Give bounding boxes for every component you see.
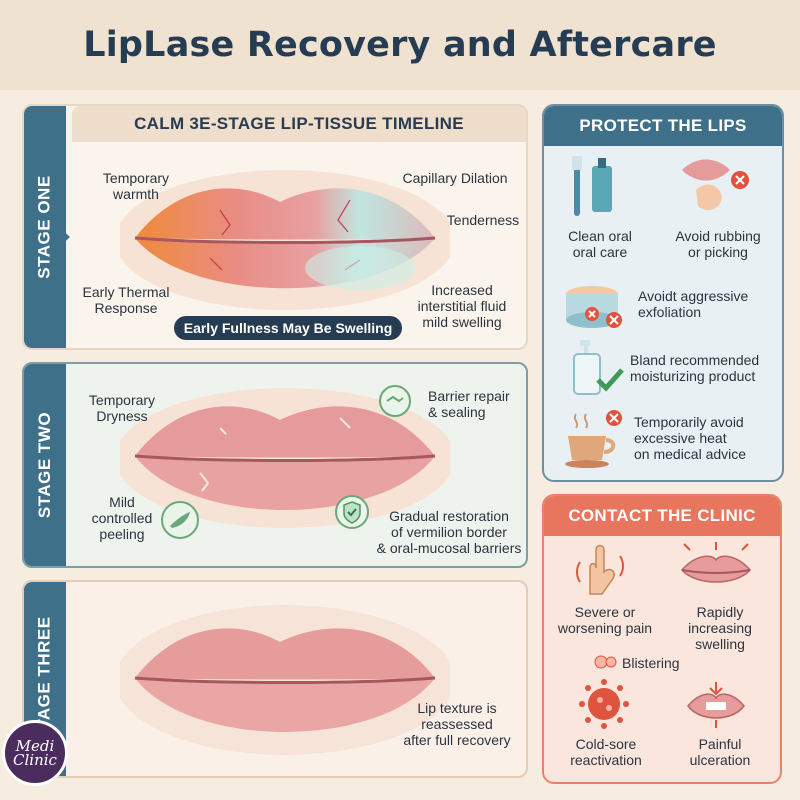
label-mild-peeling: Mild controlled peeling: [91, 494, 153, 542]
timeline-header: CALM 3E-STAGE LIP-TISSUE TIMELINE: [72, 106, 526, 142]
stage-two-tab-label: STAGE TWO: [35, 411, 54, 519]
swelling-lips-icon: [681, 542, 751, 583]
contact-header: CONTACT THE CLINIC: [544, 496, 780, 536]
protect-item-clean-oral-care: Clean oral oral care: [568, 228, 632, 260]
check-shield-icon: [335, 495, 369, 529]
protect-item-avoid-rubbing: Avoid rubbing or picking: [675, 228, 761, 260]
protect-item-avoid-heat: Temporarily avoid excessive heat on medi…: [634, 414, 747, 462]
protect-header-text: PROTECT THE LIPS: [579, 116, 747, 135]
stage-three-lips: [120, 605, 450, 755]
virus-icon: [579, 679, 629, 729]
label-interstitial-fluid: Increased interstitial fluid mild swelli…: [417, 282, 507, 330]
early-fullness-pill: Early Fullness May Be Swelling: [174, 316, 402, 340]
stage-two-tab: STAGE TWO: [24, 364, 66, 566]
peeling-skin-icon: [161, 501, 199, 539]
stage-one-tab-label: STAGE ONE: [35, 175, 54, 279]
label-early-thermal-response: Early Thermal Response: [82, 284, 170, 316]
ulcer-lips-icon: [687, 682, 745, 728]
stage-two-lips: [120, 388, 450, 528]
hot-cup-icon: [565, 410, 622, 468]
protect-item-avoid-exfoliation: Avoidt aggressive exfoliation: [638, 288, 749, 320]
contact-header-text: CONTACT THE CLINIC: [568, 506, 756, 525]
title-band: LipLase Recovery and Aftercare: [0, 0, 800, 90]
label-tenderness: Tenderness: [446, 212, 520, 228]
stage-one-arrow-icon: [58, 226, 70, 248]
contact-item-blistering: Blistering: [622, 655, 680, 671]
label-barrier-repair: Barrier repair & sealing: [428, 388, 510, 420]
contact-item-rapid-swelling: Rapidly increasing swelling: [688, 604, 752, 652]
protect-item-bland-moisturizer: Bland recommended moisturizing product: [630, 352, 760, 384]
contact-panel: CONTACT THE CLINIC: [542, 494, 782, 784]
contact-item-cold-sore: Cold-sore reactivation: [570, 736, 642, 768]
scrub-jar-icon: [566, 286, 622, 328]
medi-clinic-logo: Medi Clinic: [2, 720, 68, 786]
label-temporary-warmth: Temporary warmth: [102, 170, 170, 202]
logo-line1: Medi: [15, 737, 55, 755]
toothbrush-icon: [572, 156, 612, 216]
pump-bottle-icon: [573, 340, 624, 395]
pain-hand-icon: [576, 544, 624, 595]
contact-item-painful-ulceration: Painful ulceration: [689, 736, 751, 768]
page-title: LipLase Recovery and Aftercare: [83, 25, 717, 65]
protect-header: PROTECT THE LIPS: [544, 106, 782, 146]
blister-icon: [594, 655, 617, 669]
stage-one-lips: [120, 170, 450, 310]
contact-item-severe-pain: Severe or worsening pain: [557, 604, 653, 636]
label-lip-texture: Lip texture is reassessed after full rec…: [403, 700, 511, 748]
hand-touch-icon: [682, 159, 749, 211]
label-temporary-dryness: Temporary Dryness: [88, 392, 156, 424]
logo-line2: Clinic: [13, 751, 57, 769]
timeline-header-text: CALM 3E-STAGE LIP-TISSUE TIMELINE: [134, 114, 464, 133]
barrier-shield-icon: [379, 385, 411, 417]
label-capillary-dilation: Capillary Dilation: [402, 170, 508, 186]
label-gradual-restoration: Gradual restoration of vermilion border …: [376, 508, 522, 556]
